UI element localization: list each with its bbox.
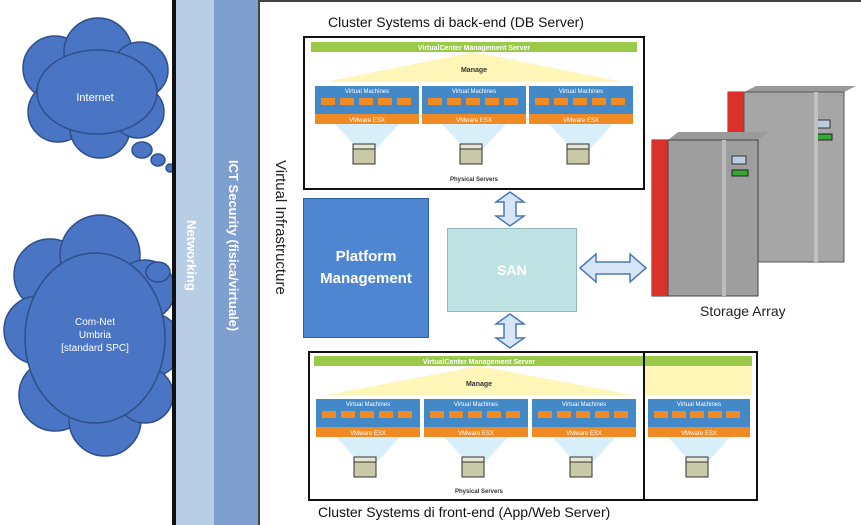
comnet-line-2: Umbria: [78, 330, 112, 341]
esx-label: VMware ESX: [458, 431, 494, 437]
cluster-back-diagram: VirtualCenter Management Server Manage V…: [311, 42, 637, 183]
comnet-line-3: [standard SPC]: [61, 343, 129, 354]
host-2: Virtual Machines VMware ESX: [424, 399, 528, 478]
physical-servers-text: Physical Servers: [450, 177, 499, 183]
comnet-line-1: Com-Net: [74, 317, 115, 328]
vc-header-text: VirtualCenter Management Server: [418, 45, 531, 52]
esx-label: VMware ESX: [566, 431, 602, 437]
arrow-back-san: [493, 191, 527, 227]
cluster-back-title: Cluster Systems di back-end (DB Server): [328, 14, 584, 30]
vc-header-bar: [314, 356, 644, 366]
vm-label: Virtual Machines: [345, 89, 389, 95]
host-2: Virtual Machines VMware ESX: [422, 86, 526, 165]
arrow-san-storage: [578, 252, 648, 284]
cluster-front-title: Cluster Systems di front-end (App/Web Se…: [318, 504, 611, 520]
esx-label: VMware ESX: [350, 431, 386, 437]
bubble-dot: [131, 141, 153, 159]
networking-label: Networking: [184, 220, 199, 291]
vm-label: Virtual Machines: [559, 89, 603, 95]
manage-triangle: [326, 366, 632, 395]
clouds-layer: [3, 17, 183, 457]
manage-text: Manage: [461, 67, 487, 74]
cluster-front-frame: VirtualCenter Management Server Manage V…: [308, 351, 758, 501]
comnet-label: Com-Net Umbria [standard SPC]: [40, 316, 150, 355]
vc-header-text: VirtualCenter Management Server: [423, 359, 536, 366]
san-label: SAN: [497, 262, 527, 278]
esx-label: VMware ESX: [456, 118, 492, 124]
top-border: [260, 0, 861, 2]
vc-header-bar-ext: [644, 356, 752, 366]
esx-label: VMware ESX: [681, 431, 717, 437]
manage-triangle: [325, 52, 623, 82]
networking-band: [176, 0, 214, 525]
virtual-infrastructure-label: Virtual Infrastructure: [272, 160, 289, 295]
vm-label: Virtual Machines: [562, 402, 606, 408]
cluster-front-diagram: VirtualCenter Management Server Manage V…: [314, 353, 752, 499]
vc-header-bar: [311, 42, 637, 52]
band-divider: [258, 0, 260, 525]
vm-label: Virtual Machines: [454, 402, 498, 408]
vm-label: Virtual Machines: [346, 402, 390, 408]
platform-line-1: Platform: [335, 248, 397, 265]
outer-left-border: [172, 0, 176, 525]
vm-label: Virtual Machines: [452, 89, 496, 95]
bubble-dot: [145, 261, 171, 283]
host-3: Virtual Machines VMware ESX: [529, 86, 633, 165]
host-1: Virtual Machines VMware ESX: [315, 86, 419, 165]
host-3: Virtual Machines VMware ESX: [532, 399, 636, 478]
storage-array: [651, 86, 856, 297]
host-4: Virtual Machines VMware ESX: [648, 399, 750, 478]
esx-label: VMware ESX: [349, 118, 385, 124]
comnet-cloud: [3, 214, 183, 457]
internet-cloud: [22, 17, 169, 159]
internet-label: Internet: [76, 92, 114, 104]
platform-line-2: Management: [320, 270, 412, 287]
manage-text: Manage: [466, 381, 492, 388]
vm-label: Virtual Machines: [677, 402, 721, 408]
storage-array-label: Storage Array: [700, 303, 786, 319]
manage-band-ext: [644, 366, 752, 395]
platform-management-box: Platform Management: [303, 198, 429, 338]
esx-label: VMware ESX: [563, 118, 599, 124]
san-box: SAN: [447, 228, 577, 312]
security-band: [214, 0, 258, 525]
bubble-dot: [150, 153, 166, 167]
storage-cabinet-front: [651, 132, 768, 297]
physical-servers-text: Physical Servers: [455, 489, 504, 495]
ict-security-label: ICT Security (fisica/virtuale): [226, 160, 241, 332]
host-1: Virtual Machines VMware ESX: [316, 399, 420, 478]
arrow-san-front: [493, 313, 527, 349]
cluster-back-frame: VirtualCenter Management Server Manage V…: [303, 36, 645, 190]
